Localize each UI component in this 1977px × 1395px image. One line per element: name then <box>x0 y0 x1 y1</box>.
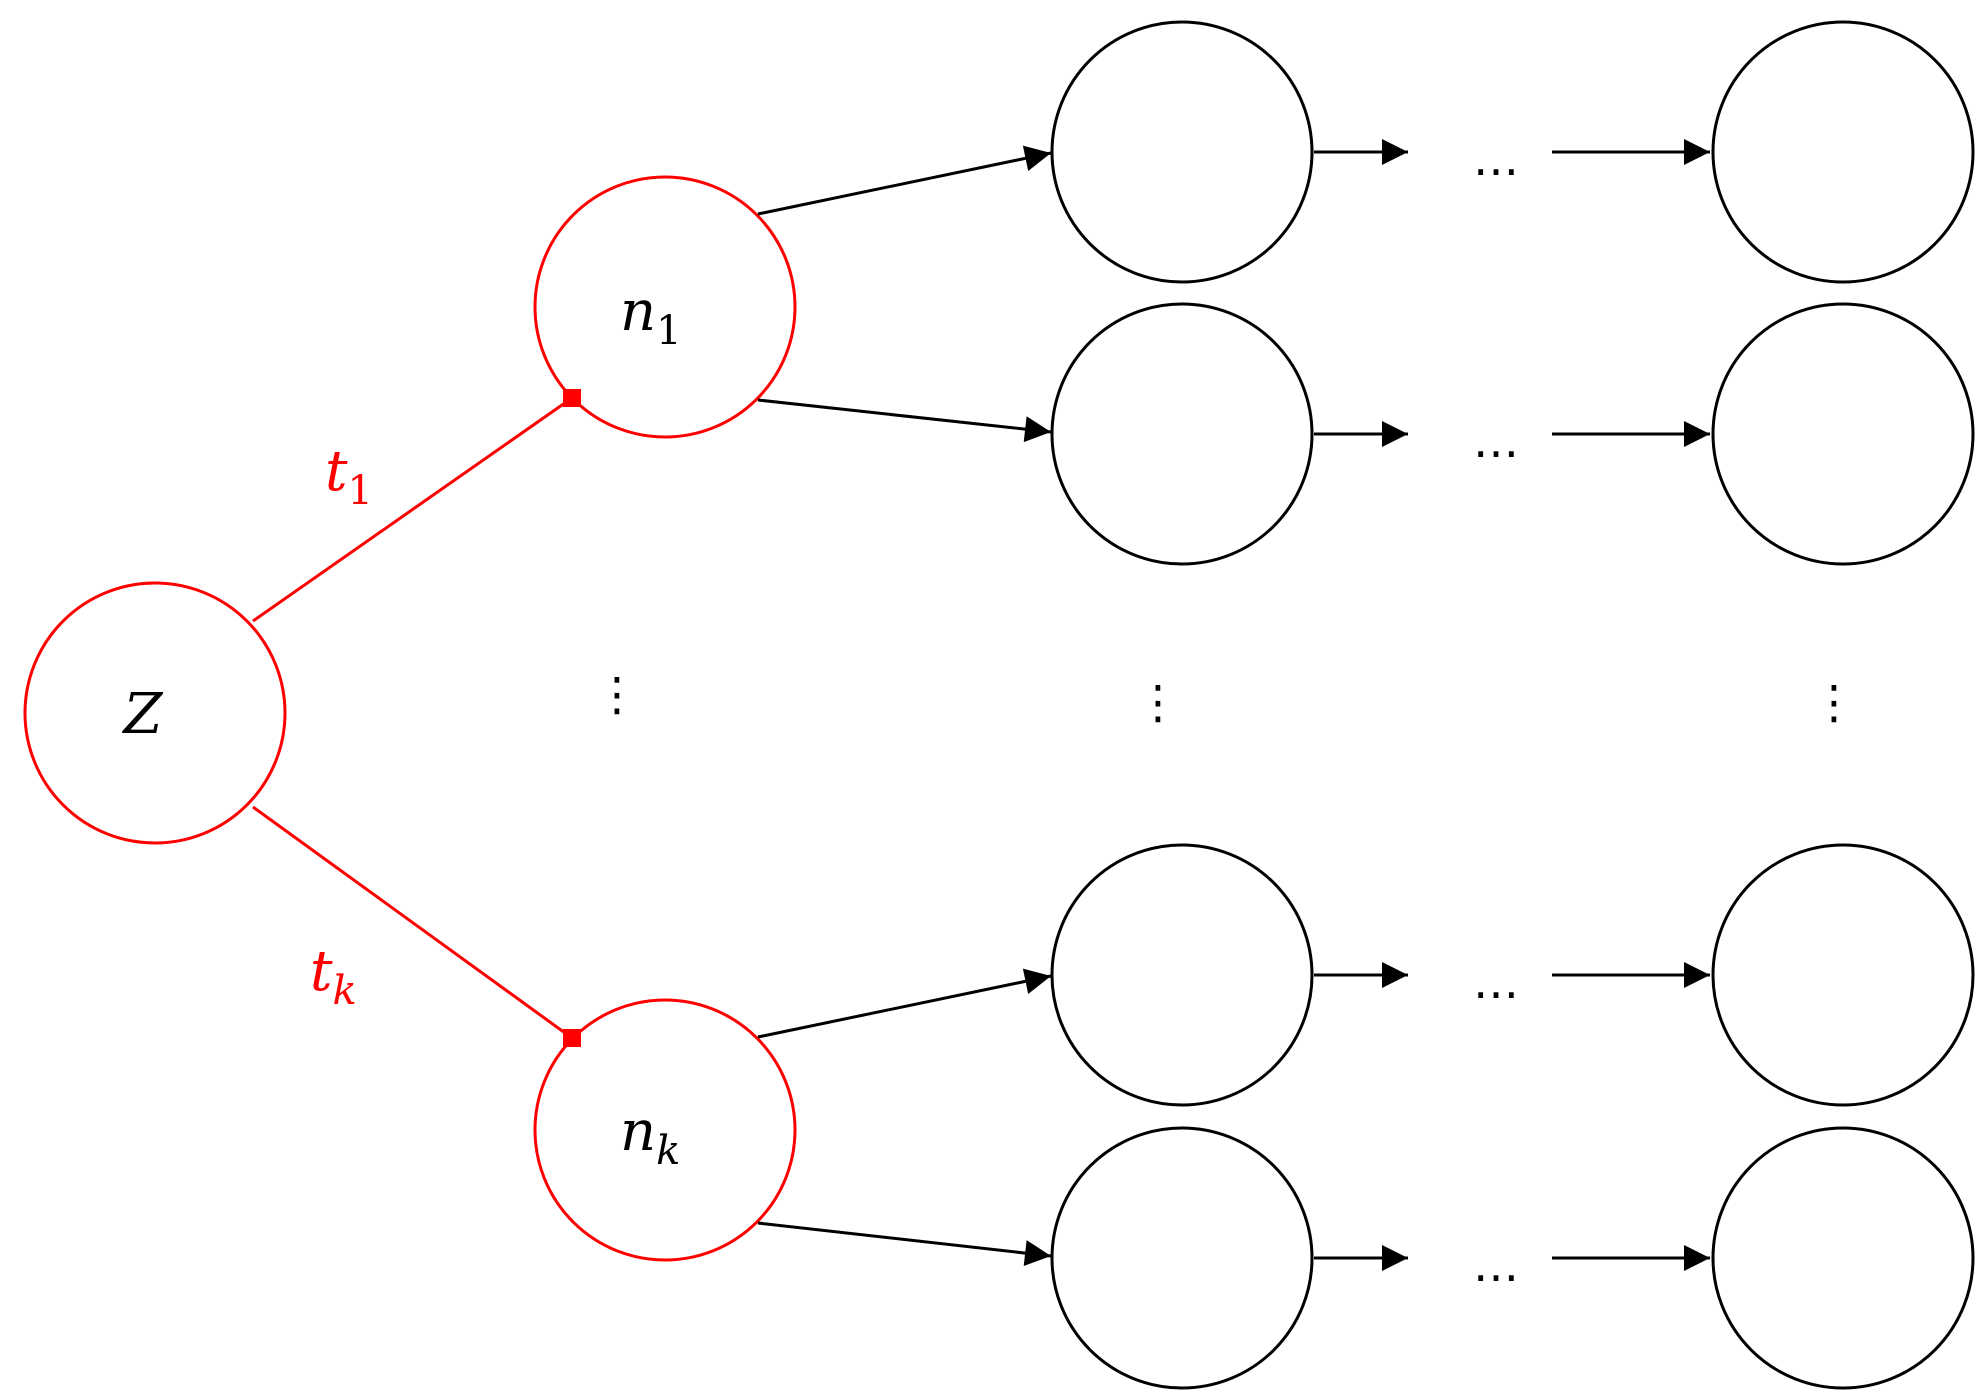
chain-node-row4-last <box>1711 1126 1975 1390</box>
edge-root-to-nk <box>252 805 573 1040</box>
branch-node-nk-label: nk <box>620 1099 680 1174</box>
chain-node-row1-last <box>1711 20 1975 284</box>
vertical-ellipsis-first-column: ⋮ <box>1135 675 1181 729</box>
chain-node-row2-last <box>1711 302 1975 566</box>
root-node <box>23 581 287 845</box>
chain-node-row2-first <box>1050 302 1314 566</box>
vertical-ellipsis-branches: ⋮ <box>594 667 640 721</box>
edge-nk-to-row3 <box>757 968 1052 1039</box>
edge-label-tk: tk <box>310 939 357 1014</box>
row2-ellipsis: … <box>1473 414 1519 468</box>
branch-node-nk <box>533 998 797 1262</box>
chain-node-row3-last <box>1711 843 1975 1107</box>
branch-node-n1-label: n1 <box>620 279 682 354</box>
edge-n1-to-row2 <box>757 398 1052 443</box>
chain-node-row4-first <box>1050 1126 1314 1390</box>
edge-n1-to-row1 <box>757 145 1052 216</box>
row1-ellipsis: … <box>1473 132 1519 186</box>
chain-node-row3-first <box>1050 843 1314 1107</box>
vertical-ellipsis-last-column: ⋮ <box>1811 675 1857 729</box>
edge-label-t1: t1 <box>325 439 373 514</box>
edge-root-to-n1 <box>252 396 573 623</box>
row3-ellipsis: … <box>1473 955 1519 1009</box>
edge-nk-to-row4 <box>757 1221 1052 1267</box>
branch-node-n1 <box>533 175 797 439</box>
root-node-label: Z <box>122 682 164 747</box>
row4-ellipsis: … <box>1473 1238 1519 1292</box>
chain-node-row1-first <box>1050 20 1314 284</box>
